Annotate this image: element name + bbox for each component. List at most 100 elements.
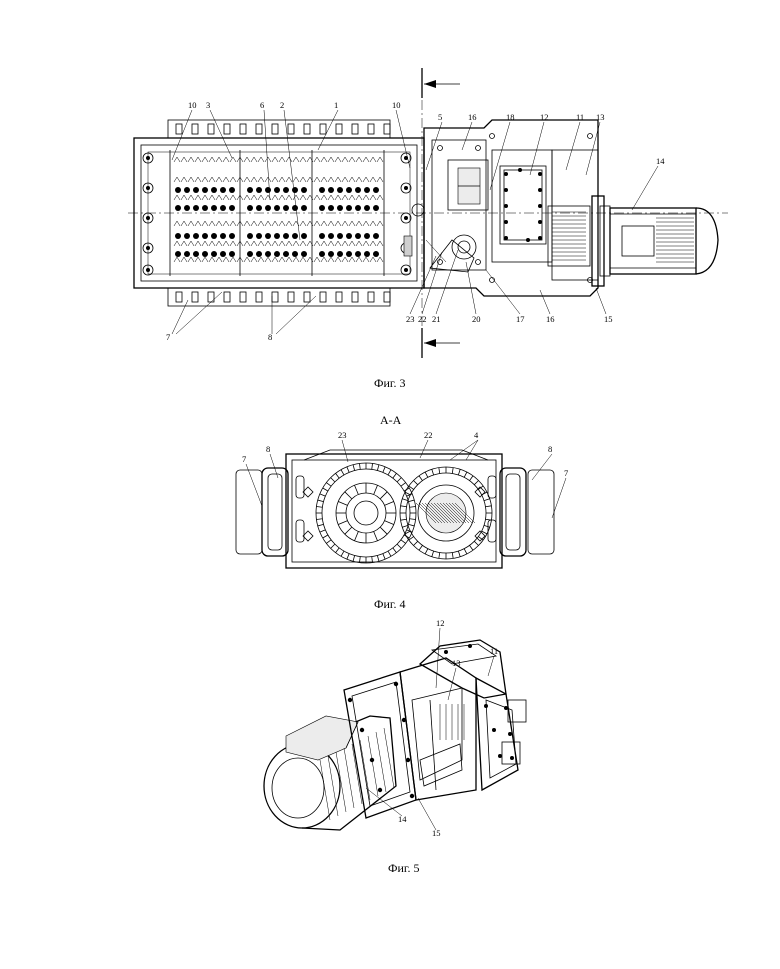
leader-line xyxy=(488,656,494,676)
bolt-head xyxy=(176,124,182,134)
gear-tooth xyxy=(316,519,322,520)
ref-label: 16 xyxy=(468,112,477,122)
tooth xyxy=(181,241,187,246)
hole xyxy=(337,187,343,193)
gear-tooth xyxy=(341,551,344,556)
tooth xyxy=(342,257,348,262)
hole xyxy=(247,233,253,239)
tooth xyxy=(321,241,327,246)
bolt-head xyxy=(256,292,262,302)
gear-tooth xyxy=(384,521,393,525)
bolt-head xyxy=(176,292,182,302)
gear-tooth xyxy=(439,468,440,474)
gear-tooth xyxy=(425,549,428,554)
fin xyxy=(384,728,394,788)
ref-label: 16 xyxy=(546,314,555,324)
gear-tooth xyxy=(388,551,391,556)
ref-label: 7 xyxy=(242,454,246,464)
gear-tooth xyxy=(341,470,344,475)
gear-tooth xyxy=(345,527,352,534)
tooth xyxy=(293,157,299,162)
tooth xyxy=(209,195,215,200)
tooth xyxy=(321,221,327,226)
gear-tooth xyxy=(353,465,355,471)
gear-tooth xyxy=(355,531,359,540)
tooth xyxy=(377,177,383,182)
tooth xyxy=(293,195,299,200)
bolt-center xyxy=(404,268,408,272)
bolt xyxy=(476,260,481,265)
tooth xyxy=(321,177,327,182)
hole xyxy=(283,233,289,239)
hole xyxy=(274,205,280,211)
leader-line xyxy=(540,290,550,314)
tooth xyxy=(223,257,229,262)
leader-line xyxy=(276,296,316,334)
hole xyxy=(175,251,181,257)
gear-tooth xyxy=(377,556,379,562)
tooth xyxy=(279,195,285,200)
bolt xyxy=(444,650,448,654)
tooth xyxy=(265,241,271,246)
tooth xyxy=(328,157,334,162)
hole xyxy=(355,233,361,239)
bolt xyxy=(538,188,542,192)
ref-label: 15 xyxy=(604,314,613,324)
hole xyxy=(256,205,262,211)
gear-tooth xyxy=(419,545,423,550)
gear-tooth xyxy=(372,463,373,469)
hole xyxy=(247,251,253,257)
tooth xyxy=(356,241,362,246)
tooth xyxy=(202,221,208,226)
tooth xyxy=(251,195,257,200)
gear-tooth xyxy=(320,530,326,532)
tooth xyxy=(244,157,250,162)
tooth xyxy=(363,157,369,162)
gear-tooth xyxy=(464,472,467,477)
tooth xyxy=(265,257,271,262)
gear-tooth xyxy=(353,556,355,562)
tooth xyxy=(202,157,208,162)
ref-label: 12 xyxy=(540,112,549,122)
hole xyxy=(184,205,190,211)
bolt-head xyxy=(192,124,198,134)
hole xyxy=(202,233,208,239)
tooth xyxy=(251,221,257,226)
tooth xyxy=(272,241,278,246)
gear-tooth xyxy=(484,499,490,501)
tooth xyxy=(272,221,278,226)
ref-label: 23 xyxy=(338,430,347,440)
tooth xyxy=(202,177,208,182)
bolt-head xyxy=(208,124,214,134)
gear-tooth xyxy=(318,500,324,502)
tooth xyxy=(300,257,306,262)
bolt xyxy=(526,238,530,242)
hole xyxy=(355,205,361,211)
leader-line xyxy=(632,166,658,210)
gear-tooth xyxy=(374,531,378,540)
gear-tooth xyxy=(470,476,474,481)
bolt-head xyxy=(256,124,262,134)
ref-label: 22 xyxy=(418,314,427,324)
ref-label: 11 xyxy=(490,646,498,656)
tooth xyxy=(223,177,229,182)
leader-lines xyxy=(366,628,494,830)
ref-label: 23 xyxy=(406,314,415,324)
hole xyxy=(364,233,370,239)
leader-line xyxy=(172,300,188,334)
tooth xyxy=(349,157,355,162)
gear-tooth xyxy=(413,480,417,484)
hole xyxy=(256,251,262,257)
gear-tooth xyxy=(401,540,406,544)
gear-tooth xyxy=(409,500,415,502)
hole xyxy=(193,233,199,239)
gear-tooth xyxy=(347,554,349,560)
ref-label: 1 xyxy=(334,100,338,110)
tooth xyxy=(202,257,208,262)
bolt-head xyxy=(368,124,374,134)
bolt xyxy=(538,220,542,224)
tooth xyxy=(188,241,194,246)
gear-tooth xyxy=(355,485,359,494)
gear-tooth xyxy=(345,492,352,499)
hole xyxy=(265,205,271,211)
